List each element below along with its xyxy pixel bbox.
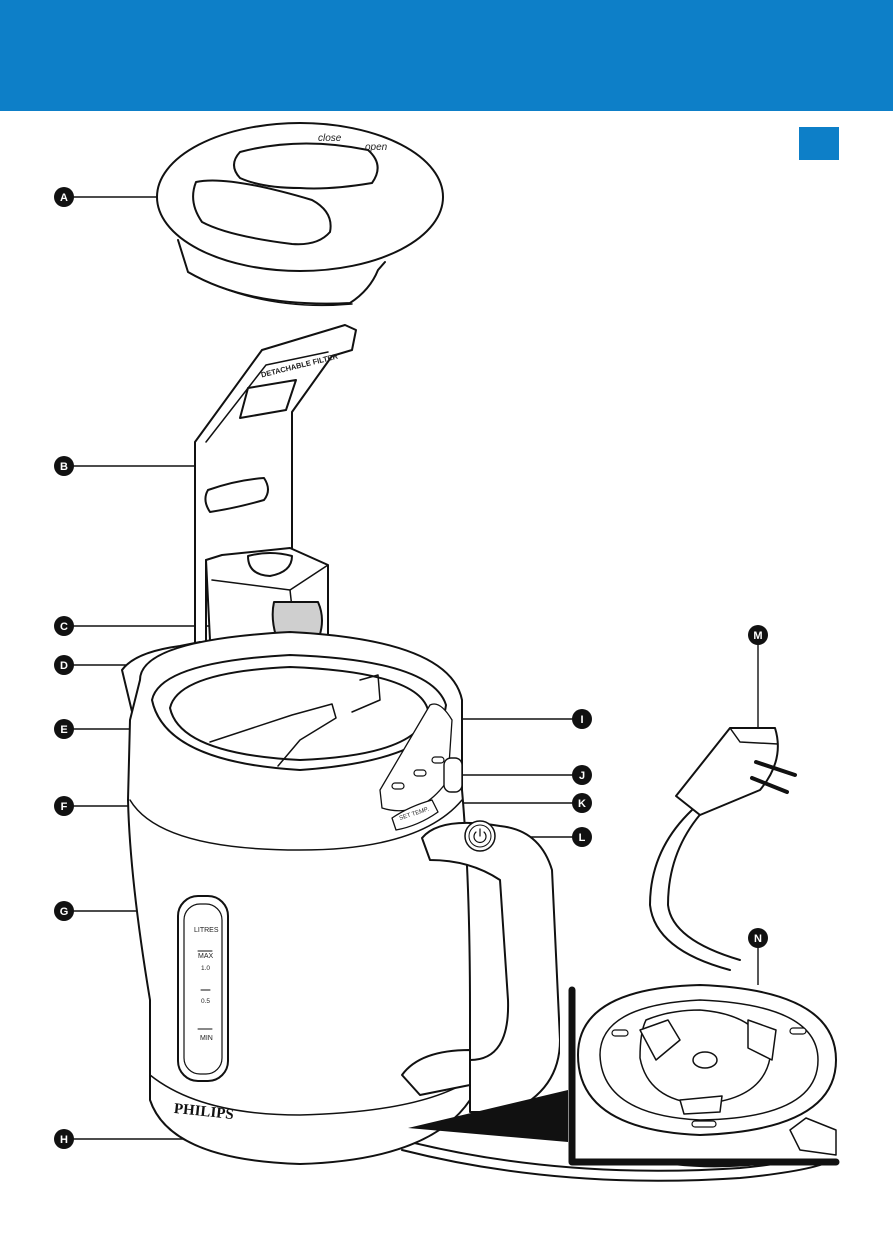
callout-a: A — [54, 187, 74, 207]
lid: close open — [157, 123, 443, 305]
callout-l: L — [572, 827, 592, 847]
callout-f: F — [54, 796, 74, 816]
callout-m: M — [748, 625, 768, 645]
callout-j: J — [572, 765, 592, 785]
svg-text:G: G — [60, 906, 69, 918]
gauge-max-label: MAX — [198, 953, 214, 960]
indicator-light-2 — [414, 770, 426, 776]
svg-text:I: I — [580, 714, 583, 726]
svg-text:J: J — [579, 770, 585, 782]
callout-c: C — [54, 616, 74, 636]
indicator-light-3 — [432, 757, 444, 763]
svg-text:E: E — [60, 724, 67, 736]
svg-text:L: L — [579, 832, 586, 844]
gauge-min-label: MIN — [200, 1035, 213, 1042]
gauge-mid-value: 0.5 — [201, 998, 210, 1005]
svg-text:F: F — [61, 801, 68, 813]
svg-text:K: K — [578, 798, 586, 810]
svg-text:H: H — [60, 1134, 68, 1146]
callout-g: G — [54, 901, 74, 921]
plug-and-cord — [650, 728, 795, 970]
indicator-light-1 — [392, 783, 404, 789]
svg-text:B: B — [60, 461, 68, 473]
svg-text:N: N — [754, 933, 762, 945]
svg-text:M: M — [753, 630, 762, 642]
callout-b: B — [54, 456, 74, 476]
callout-h: H — [54, 1129, 74, 1149]
filter: DETACHABLE FILTER — [195, 325, 356, 686]
gauge-max-value: 1.0 — [201, 965, 210, 972]
keep-warm-button — [444, 758, 462, 792]
svg-text:C: C — [60, 621, 68, 633]
callout-n: N — [748, 928, 768, 948]
svg-text:D: D — [60, 660, 68, 672]
callout-i: I — [572, 709, 592, 729]
callout-d: D — [54, 655, 74, 675]
lid-open-label: open — [365, 142, 388, 153]
svg-text:A: A — [60, 192, 68, 204]
lid-close-label: close — [318, 133, 342, 144]
callout-k: K — [572, 793, 592, 813]
gauge-unit-label: LITRES — [194, 927, 219, 934]
callout-e: E — [54, 719, 74, 739]
